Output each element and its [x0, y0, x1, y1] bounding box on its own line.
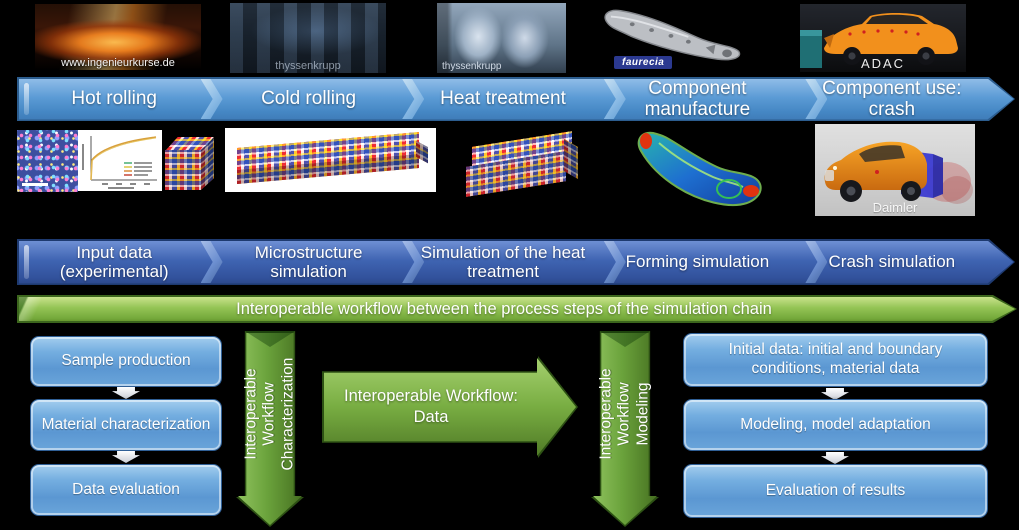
control-arm-image — [604, 9, 741, 61]
data-arrow-fill — [324, 358, 576, 456]
process-chain-band-fill — [19, 79, 1014, 120]
characterization-arrow-fill — [238, 333, 302, 525]
crash-sim-car-image — [824, 141, 973, 204]
rolled-slab-simulation-image — [225, 128, 436, 192]
crash-test-image — [800, 13, 958, 68]
box-sample-production: Sample production — [30, 336, 222, 387]
component-photo: faurecia — [590, 3, 748, 70]
ebsd-microstructure-image — [17, 130, 78, 192]
process-step-hot-rolling: Hot rolling — [71, 88, 157, 110]
hot-rolling-photo: www.ingenieurkurse.de — [35, 4, 201, 70]
down-arrow-icon — [821, 452, 849, 464]
workflow-characterization-arrow: Interoperable Workflow Characterization — [236, 331, 304, 527]
process-step-component-manufacture: Component manufacture — [644, 77, 751, 120]
sim-step-heat-treatment-sim: Simulation of the heat treatment — [420, 242, 586, 281]
box-material-characterization: Material characterization — [30, 399, 222, 451]
simulation-chain-band-fill — [19, 241, 1014, 284]
forming-simulation-image — [625, 127, 775, 211]
cold-rolling-photo-caption: thyssenkrupp — [275, 60, 341, 72]
flow-curve-plot — [82, 136, 157, 189]
box-data-evaluation: Data evaluation — [30, 464, 222, 516]
box-initial-data: Initial data: initial and boundary condi… — [683, 333, 988, 387]
process-chain-start-highlight — [24, 83, 29, 115]
crash-test-photo: ADAC — [800, 4, 966, 72]
fem-component-image — [637, 131, 762, 207]
crash-simulation-image: Daimler — [815, 124, 975, 216]
heat-treatment-photo: thyssenkrupp — [437, 3, 566, 73]
sim-step-microstructure: Microstructure simulation — [254, 242, 363, 281]
down-arrow-icon — [112, 451, 140, 463]
sim-step-forming: Forming simulation — [625, 252, 770, 272]
modeling-arrow-fill — [593, 333, 657, 525]
interoperable-workflow-banner: Interoperable workflow between the proce… — [17, 295, 1017, 323]
characterization-arrow-label: Interoperable Workflow Characterization — [242, 357, 297, 471]
cold-rolling-photo: thyssenkrupp — [230, 3, 386, 73]
flow-curve-chart — [78, 130, 162, 191]
process-step-component-use: Component use: crash — [822, 77, 962, 120]
heat-treatment-photo-caption: thyssenkrupp — [442, 61, 502, 72]
process-chain-band: Hot rolling Cold rolling Heat treatment … — [17, 77, 1015, 121]
simulation-chain-band: Input data (experimental) Microstructure… — [17, 239, 1015, 285]
process-step-heat-treatment: Heat treatment — [440, 88, 566, 110]
workflow-banner-left-bevel — [19, 297, 41, 321]
workflow-modeling-arrow: Interoperable Workflow Modeling — [591, 331, 659, 527]
box-modeling-adaptation: Modeling, model adaptation — [683, 399, 988, 451]
microstructure-cube-image — [163, 131, 217, 195]
box-evaluation-results: Evaluation of results — [683, 464, 988, 518]
heat-treated-block-image — [452, 131, 590, 207]
process-step-cold-rolling: Cold rolling — [261, 88, 357, 110]
workflow-banner-fill — [19, 297, 1015, 321]
workflow-banner-label: Interoperable workflow between the proce… — [236, 299, 772, 318]
modeling-arrow-label: Interoperable Workflow Modeling — [597, 368, 652, 460]
sim-step-input-data: Input data (experimental) — [59, 242, 169, 281]
data-arrow-label: Interoperable Workflow: Data — [344, 387, 518, 426]
faurecia-badge: faurecia — [614, 56, 673, 69]
simulation-chain-start-highlight — [24, 245, 29, 279]
hot-rolling-photo-caption: www.ingenieurkurse.de — [61, 57, 175, 69]
down-arrow-icon — [112, 387, 140, 399]
sim-step-crash: Crash simulation — [828, 252, 956, 272]
workflow-data-arrow: Interoperable Workflow: Data — [322, 356, 578, 458]
